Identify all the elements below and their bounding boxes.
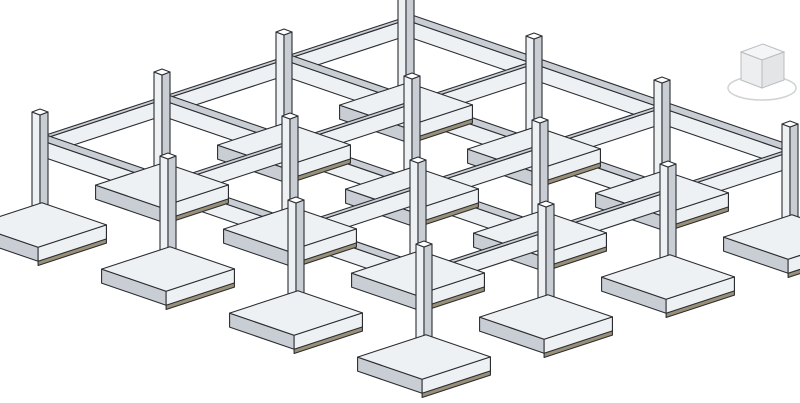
column-top[interactable] bbox=[281, 112, 299, 120]
column-top[interactable] bbox=[653, 76, 671, 84]
column-top[interactable] bbox=[31, 108, 49, 116]
column-top[interactable] bbox=[531, 116, 549, 124]
footing-top[interactable] bbox=[357, 334, 491, 380]
column-top[interactable] bbox=[659, 160, 677, 168]
column-top[interactable] bbox=[159, 152, 177, 160]
column-top[interactable] bbox=[275, 28, 293, 36]
column-top[interactable] bbox=[403, 72, 421, 80]
footing-front-face[interactable] bbox=[787, 237, 800, 274]
column-top[interactable] bbox=[537, 200, 555, 208]
footing-top[interactable] bbox=[0, 202, 107, 248]
footing-top[interactable] bbox=[479, 294, 613, 340]
column-top[interactable] bbox=[525, 32, 543, 40]
viewcube-right-face[interactable] bbox=[761, 51, 785, 89]
footing-top[interactable] bbox=[101, 246, 235, 292]
column-top[interactable] bbox=[415, 240, 433, 248]
viewcube-navigation-icon[interactable] bbox=[727, 43, 797, 101]
column-top[interactable] bbox=[153, 68, 171, 76]
footing-top[interactable] bbox=[723, 214, 800, 260]
column-top[interactable] bbox=[409, 156, 427, 164]
column-top[interactable] bbox=[781, 120, 799, 128]
column-top[interactable] bbox=[287, 196, 305, 204]
footing-top[interactable] bbox=[601, 254, 735, 300]
footing-top[interactable] bbox=[229, 290, 363, 336]
